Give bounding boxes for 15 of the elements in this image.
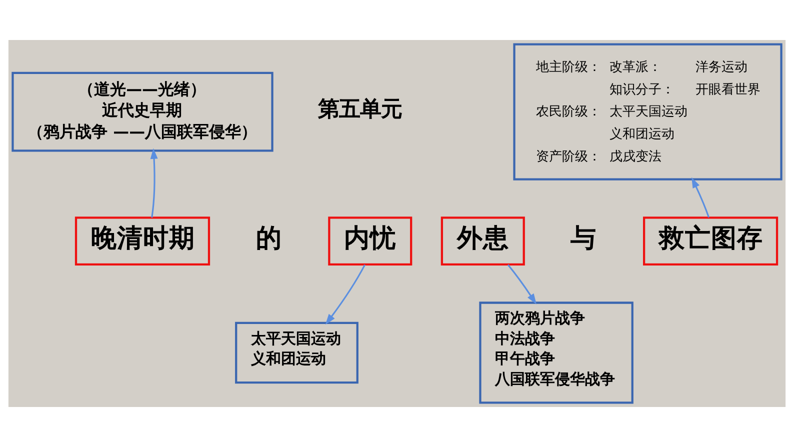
node-box: 晚清时期 xyxy=(74,216,210,266)
arrow xyxy=(325,264,366,325)
label: 的 xyxy=(256,224,282,254)
node-box: 太平天国运动 义和团运动 xyxy=(235,322,358,384)
node-box: 救亡图存 xyxy=(643,216,778,266)
label: 与 xyxy=(570,224,597,254)
arrow xyxy=(692,177,710,218)
arrow xyxy=(150,148,158,218)
arrow xyxy=(507,264,536,304)
node-box: （道光——光绪） 近代史早期 （鸦片战争 ——八国联军侵华） xyxy=(12,72,274,152)
node-box: 地主阶级： 改革派： 洋务运动 知识分子： 开眼看世界 农民阶级： 太平天国运动 义和团运动 资产阶级： 戊戌变法 xyxy=(513,43,782,180)
label: 第五单元 xyxy=(318,97,402,122)
node-box: 两次鸦片战争 中法战争 甲午战争 八国联军侵华战争 xyxy=(479,302,634,404)
node-box: 内忧 xyxy=(328,216,412,266)
node-box: 外患 xyxy=(440,216,525,266)
